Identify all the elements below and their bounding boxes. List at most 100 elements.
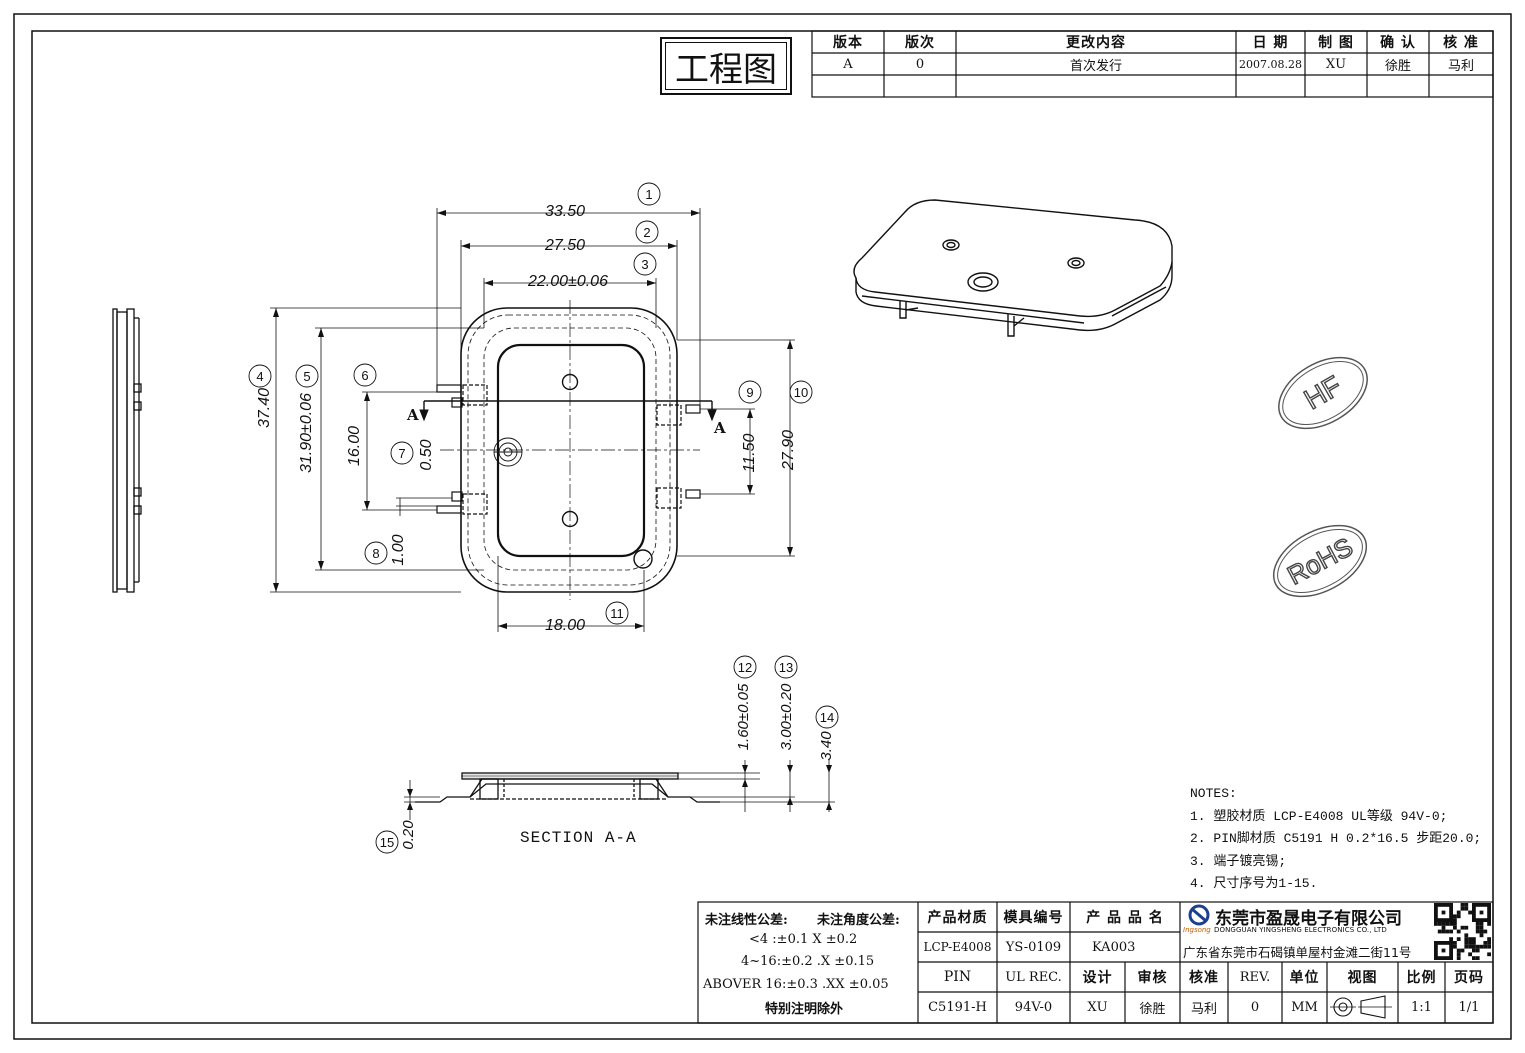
dim-11-50: 11.50: [741, 433, 758, 473]
dim-37-40: 37.40: [256, 387, 273, 429]
hf-stamp: HF: [1278, 356, 1368, 430]
tb-h-product: 产 品 品 名: [1086, 910, 1164, 926]
rev-cell-approve: 马利: [1447, 58, 1474, 74]
balloon-circle: [248, 364, 272, 388]
qr-code-icon: [1434, 903, 1491, 960]
tb-h-ul: UL REC.: [1005, 969, 1062, 985]
balloon-number: 10: [793, 384, 809, 400]
tb-h-scale: 比例: [1406, 970, 1437, 986]
tol-row-1: <4 :±0.1 X ±0.2: [749, 932, 858, 947]
section-marker-right: A: [714, 419, 726, 437]
balloon-circle: [353, 363, 377, 387]
dim-3-40: 3.40: [818, 731, 835, 761]
rev-cell-change: 首次发行: [1069, 58, 1122, 74]
tb-h-unit: 单位: [1289, 970, 1320, 986]
rev-header-edition: 版次: [905, 35, 935, 51]
dim-0-50: 0.50: [418, 439, 435, 471]
balloon-circle: [637, 182, 661, 206]
dim-1-60: 1.60±0.05: [735, 683, 752, 751]
tol-angle-title: 未注角度公差:: [817, 913, 900, 928]
balloon-circle: [605, 601, 629, 625]
note-item: 2. PIN脚材质 C5191 H 0.2*16.5 步距20.0;: [1190, 831, 1482, 846]
rohs-stamp: RoHS: [1272, 524, 1368, 598]
tb-rev: 0: [1250, 1000, 1260, 1015]
rev-header-approve: 核 准: [1443, 35, 1479, 51]
dimension-lines: [270, 208, 795, 632]
tol-footer: 特别注明除外: [765, 1002, 844, 1017]
notes-heading: NOTES:: [1190, 786, 1237, 801]
balloon-circle: [733, 655, 757, 679]
rev-cell-edition: 0: [915, 56, 925, 72]
section-marker-left: A: [407, 406, 419, 424]
tolerance-block: 未注线性公差: 未注角度公差: <4 :±0.1 X ±0.2 4~16:±0.…: [699, 904, 917, 1022]
rev-cell-drawn: XU: [1325, 56, 1347, 72]
dimension-balloons: [248, 182, 839, 854]
tb-mold: YS-0109: [1005, 939, 1062, 955]
balloon-number: 8: [372, 545, 380, 561]
isometric-view: [853, 199, 1173, 337]
svg-text:RoHS: RoHS: [1282, 531, 1357, 590]
note-item: 4. 尺寸序号为1-15.: [1190, 876, 1318, 891]
tb-material: LCP-E4008: [923, 940, 992, 954]
gate-mark: [493, 437, 523, 467]
tb-product: KA003: [1092, 939, 1136, 955]
rev-header-confirm: 确 认: [1380, 35, 1416, 51]
tb-approve: 马利: [1190, 1002, 1217, 1017]
tb-h-material: 产品材质: [927, 910, 988, 926]
balloon-circle: [815, 705, 839, 729]
side-view: [112, 308, 142, 593]
section-view: [404, 760, 835, 820]
tb-design: XU: [1087, 1000, 1108, 1015]
tb-unit: MM: [1291, 1000, 1318, 1015]
front-view: [419, 300, 717, 600]
balloon-circle: [364, 541, 388, 565]
title-block-grid: [697, 901, 1494, 1024]
dim-16-00: 16.00: [346, 425, 363, 467]
dim-27-50: 27.50: [545, 237, 586, 254]
dim-18-00: 18.00: [545, 617, 586, 634]
balloon-circle: [295, 364, 319, 388]
balloon-number: 14: [819, 709, 835, 725]
rev-cell-version: A: [843, 56, 853, 72]
balloon-number: 13: [778, 659, 794, 675]
tb-h-view: 视图: [1347, 970, 1378, 986]
tb-h-page: 页码: [1454, 970, 1484, 986]
balloon-number: 11: [610, 605, 624, 621]
tb-h-approve: 核准: [1189, 970, 1219, 986]
dim-0-20: 0.20: [400, 820, 417, 850]
note-item: 3. 端子镀亮锡;: [1190, 853, 1287, 869]
balloon-number: 6: [361, 367, 369, 383]
balloon-circle: [738, 380, 762, 404]
balloon-circle: [375, 830, 399, 854]
balloon-number: 15: [379, 834, 395, 850]
balloon-number: 7: [398, 445, 406, 461]
note-item: 1. 塑胶材质 LCP-E4008 UL等级 94V-0;: [1190, 808, 1448, 824]
balloon-circle: [774, 655, 798, 679]
tb-h-rev: REV.: [1239, 969, 1271, 985]
dim-1-00: 1.00: [390, 534, 407, 566]
outer-border: [13, 13, 1512, 1040]
company-name-en: DONGGUAN YINGSHENG ELECTRONICS CO., LTD: [1214, 926, 1387, 934]
tb-h-mold: 模具编号: [1003, 910, 1064, 926]
tb-h-design: 设计: [1082, 970, 1113, 986]
rev-header-drawn: 制 图: [1318, 35, 1354, 51]
rev-header-change: 更改内容: [1066, 35, 1126, 51]
balloon-number: 5: [303, 368, 311, 384]
balloon-number: 12: [737, 659, 753, 675]
tol-row-2: 4~16:±0.2 .X ±0.15: [741, 954, 875, 969]
logo-tag: Ingsong: [1183, 926, 1211, 934]
notes: NOTES: 1. 塑胶材质 LCP-E4008 UL等级 94V-0; 2. …: [1190, 783, 1481, 896]
balloon-circle: [633, 252, 657, 276]
tb-h-pin: PIN: [943, 969, 972, 985]
tb-h-review: 审核: [1137, 970, 1168, 986]
rev-cell-confirm: 徐胜: [1384, 58, 1411, 74]
tol-linear-title: 未注线性公差:: [705, 913, 788, 928]
dim-22-00: 22.00±0.06: [528, 273, 608, 290]
tb-page: 1/1: [1458, 1000, 1480, 1015]
balloon-circle: [789, 380, 813, 404]
balloon-number: 2: [643, 224, 651, 240]
balloon-number: 9: [746, 384, 754, 400]
balloon-number: 1: [645, 186, 653, 202]
